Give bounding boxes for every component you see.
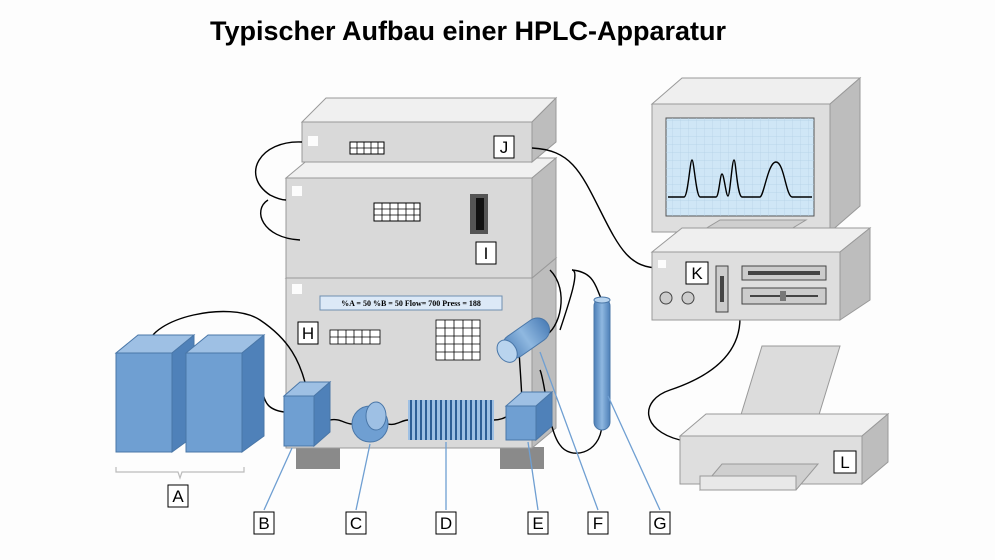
printer-l [678,345,890,491]
monitor [650,76,862,243]
label-box-e: E [527,511,549,535]
svg-text:H: H [302,324,314,343]
pump-keypad-large [435,319,481,361]
integrator-unit-j [300,96,558,164]
label-box-d: D [435,511,457,535]
pump-keypad-small [329,329,381,345]
svg-text:C: C [350,514,362,533]
svg-text:E: E [532,514,543,533]
injector-e [504,390,554,442]
diagram-title: Typischer Aufbau einer HPLC-Apparatur [210,16,727,46]
detector-unit-i [284,156,558,280]
bottles-bracket [115,467,245,480]
label-box-l: L [833,450,857,474]
svg-text:A: A [172,487,184,506]
svg-text:D: D [440,514,452,533]
pump-display [319,295,503,311]
precolumn-f [496,317,550,363]
label-box-a: A [167,484,189,508]
solvent-bottle-2 [184,333,266,453]
label-box-k: K [685,261,709,285]
solvent-bottle-1 [114,333,196,453]
svg-text:L: L [840,453,849,472]
svg-text:I: I [484,244,489,263]
stack-feet [296,447,544,469]
pump-head-c [351,401,389,443]
computer-k [650,226,872,321]
column-g [593,296,611,431]
label-box-i: I [475,241,497,265]
label-box-j: J [493,135,515,159]
chromatogram-trace [668,159,812,198]
svg-text:B: B [258,514,269,533]
label-box-f: F [587,511,609,535]
svg-text:G: G [653,514,666,533]
svg-text:F: F [593,514,603,533]
label-box-g: G [649,511,671,535]
mixer-b [282,380,332,448]
svg-text:J: J [500,138,509,157]
label-box-h: H [297,321,319,345]
svg-text:K: K [691,264,703,283]
label-box-c: C [345,511,367,535]
pulse-damper-d [408,400,494,440]
label-box-b: B [253,511,275,535]
label-pointers [263,351,661,511]
pump-display-text: %A = 50 %B = 50 Flow= 700 Press = 188 [341,299,481,308]
